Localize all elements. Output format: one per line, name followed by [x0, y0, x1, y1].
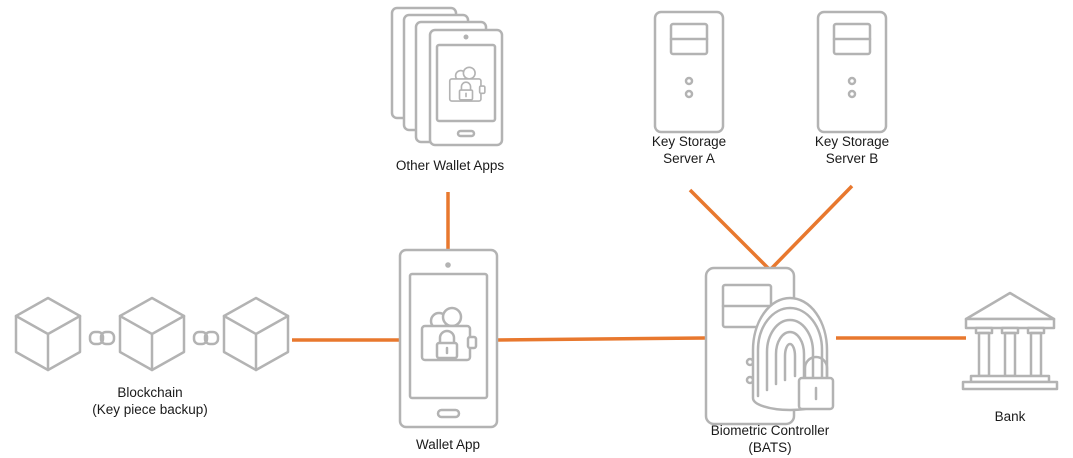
server-a-icon [653, 10, 725, 134]
stacked-phones-icon [390, 6, 504, 147]
edge-bats-server-b [768, 184, 854, 272]
key-server-b-label: Key Storage Server B [814, 134, 890, 166]
smartphone-wallet-icon [398, 248, 499, 429]
blockchain-label: Blockchain (Key piece backup) [92, 385, 208, 417]
key-server-a-label: Key Storage Server A [651, 134, 727, 166]
biometric-controller-label: Biometric Controller (BATS) [710, 423, 830, 455]
wallet-app-label: Wallet App [415, 437, 481, 452]
bank-label: Bank [994, 409, 1026, 424]
other-wallet-apps-label: Other Wallet Apps [395, 158, 505, 173]
edge-bats-server-a [688, 188, 772, 272]
fingerprint-server-icon [704, 266, 835, 426]
connector-lines [292, 184, 966, 342]
edge-wallet-bats [496, 336, 706, 342]
bank-icon [961, 291, 1059, 391]
chained-cubes-icon [14, 296, 290, 372]
server-b-icon [816, 10, 888, 134]
